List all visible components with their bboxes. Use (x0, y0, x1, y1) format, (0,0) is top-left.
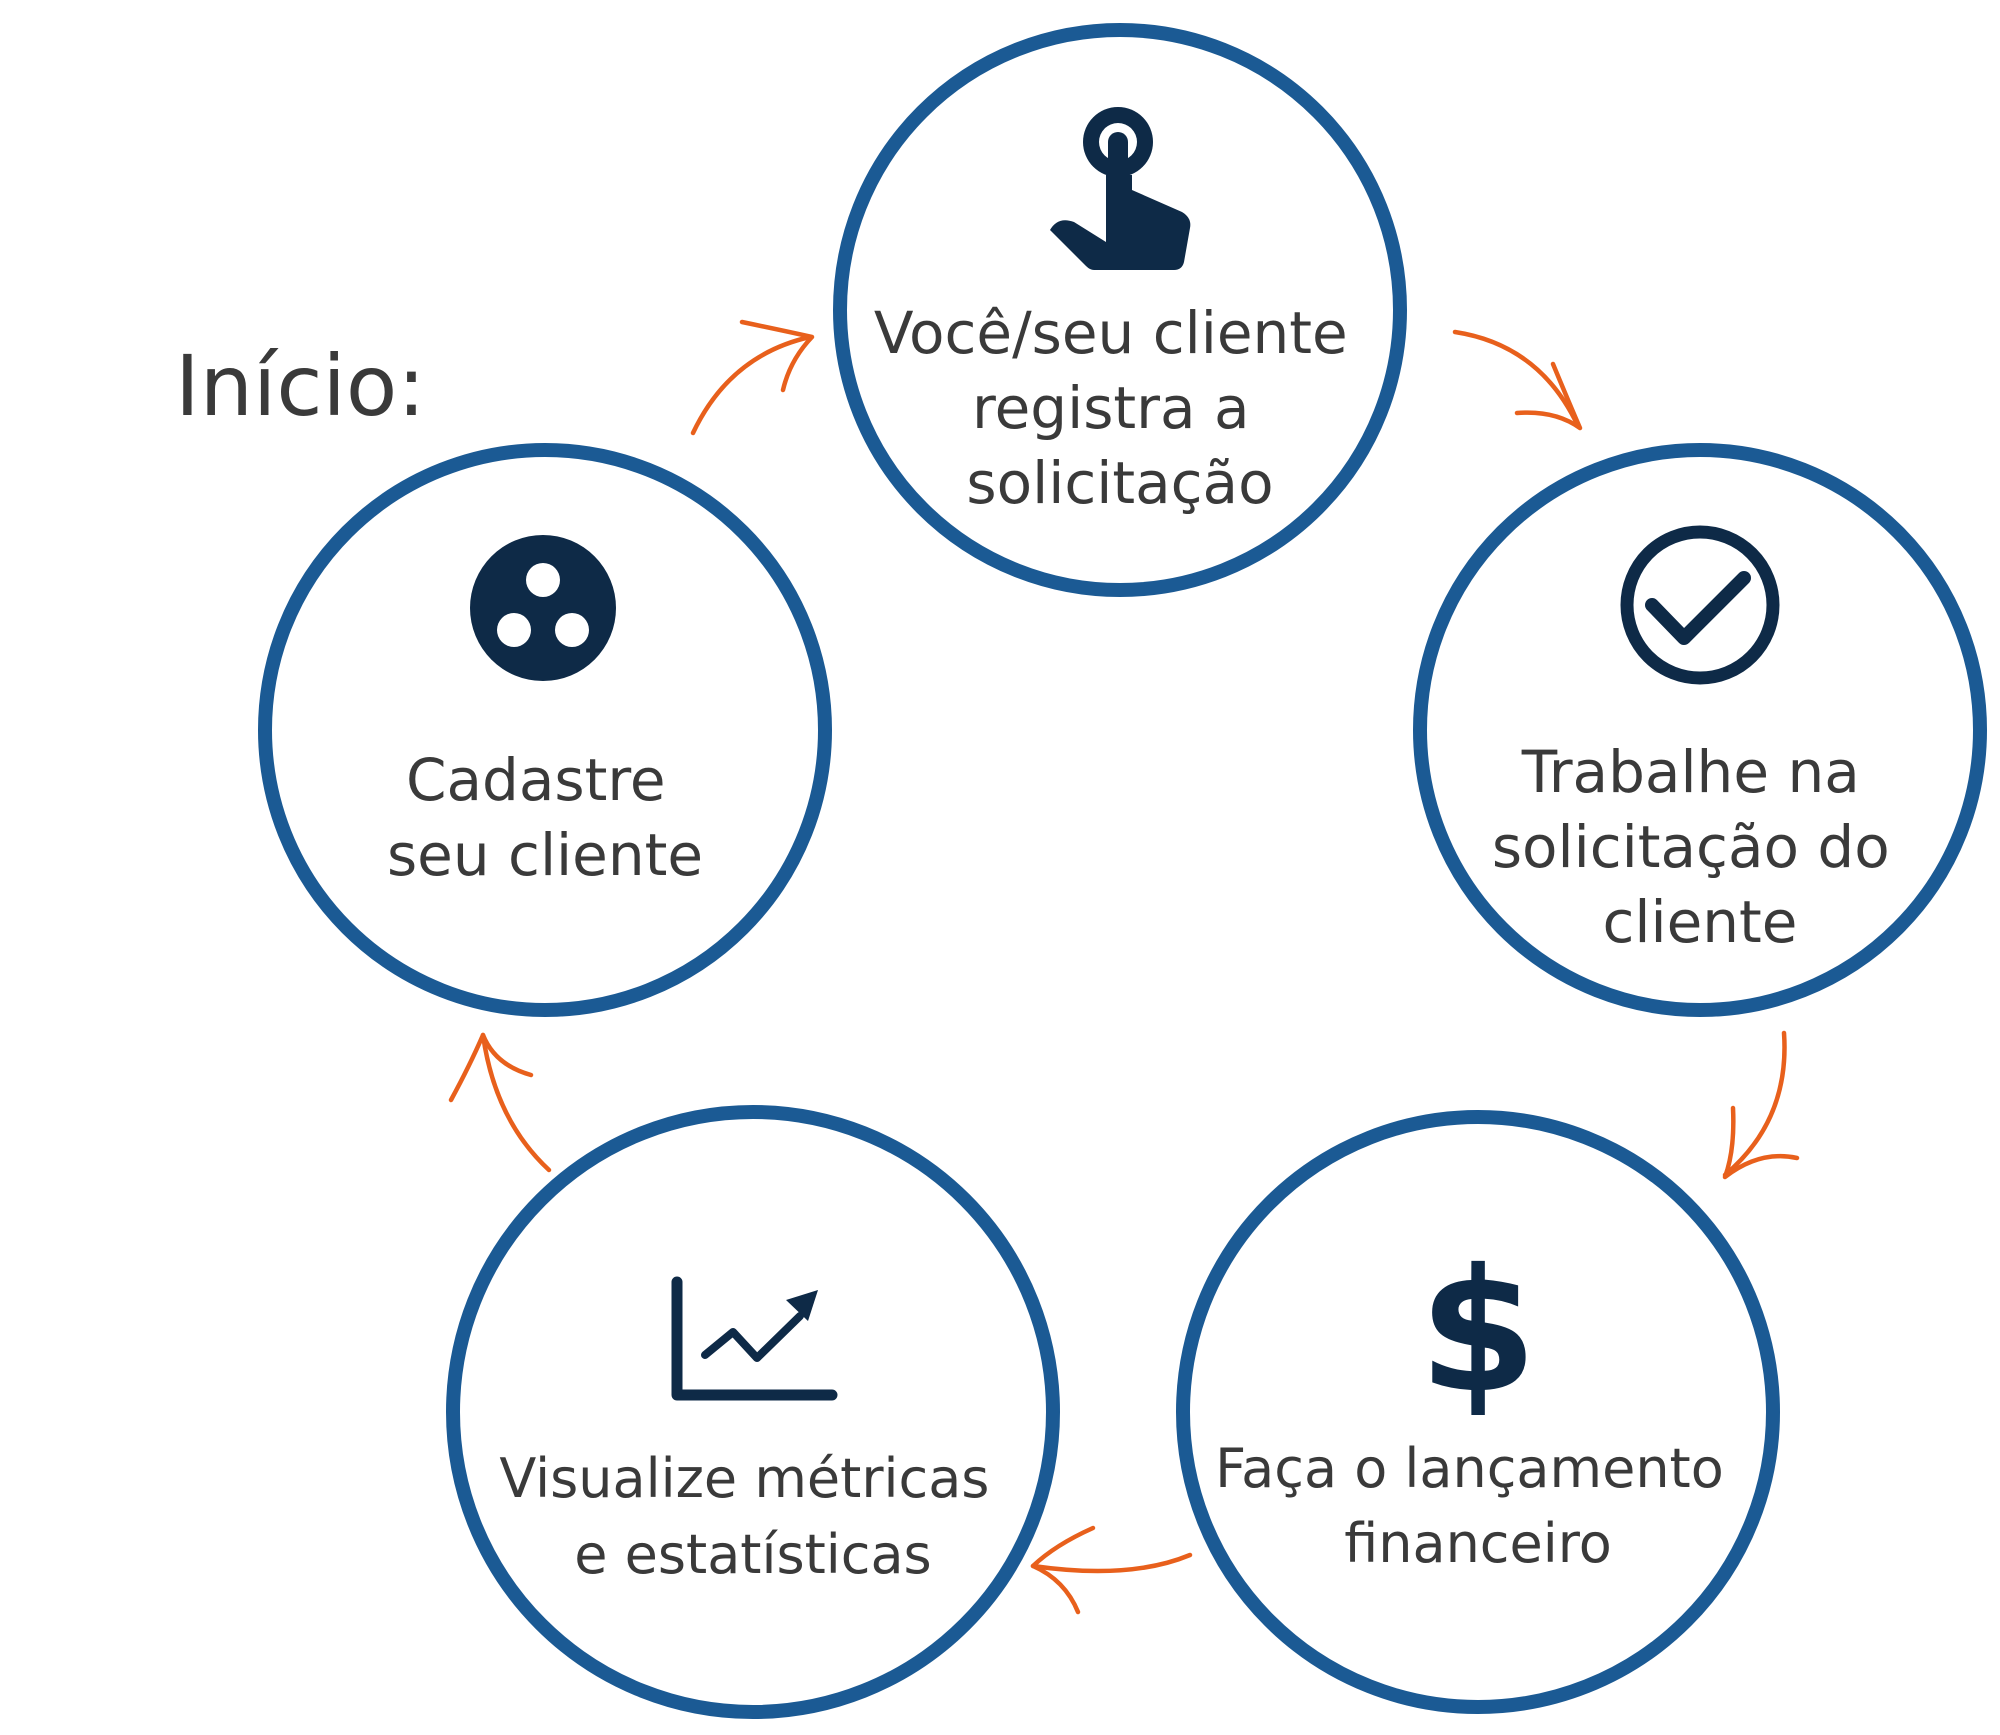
step-signup-ring (258, 443, 832, 1017)
arrow-register-to-work (1452, 329, 1583, 431)
step-register-line-2: registra a (972, 374, 1250, 442)
step-register-ring (833, 23, 1407, 597)
step-register: Você/seu cliente registra a solicitação (833, 23, 1407, 597)
step-register-label: Você/seu cliente registra a solicitação (874, 299, 1366, 517)
step-finance-line-2: financeiro (1344, 1512, 1612, 1575)
svg-text:$: $ (1419, 1233, 1537, 1431)
step-work-label: Trabalhe na solicitação do cliente (1492, 738, 1908, 956)
step-work-line-2: solicitação do (1492, 813, 1890, 881)
arrow-metrics-to-signup (448, 1032, 552, 1173)
step-register-line-3: solicitação (966, 449, 1273, 517)
step-metrics-ring (446, 1105, 1060, 1719)
step-finance-ring (1176, 1110, 1780, 1714)
step-finance-line-1: Faça o lançamento (1215, 1437, 1724, 1500)
step-work-line-3: cliente (1603, 888, 1798, 956)
step-work-line-1: Trabalhe na (1521, 738, 1860, 806)
step-metrics-label: Visualize métricas e estatísticas (499, 1447, 1006, 1586)
arrow-work-to-finance (1722, 1030, 1800, 1180)
start-title: Início: (175, 337, 426, 435)
step-metrics: Visualize métricas e estatísticas (446, 1105, 1060, 1719)
users-circle-icon (470, 535, 616, 681)
step-finance-label: Faça o lançamento financeiro (1215, 1437, 1741, 1575)
arrow-finance-to-metrics (1030, 1525, 1193, 1615)
step-signup-line-1: Cadastre (406, 746, 666, 814)
step-work-ring (1413, 443, 1987, 1017)
pointer-hand-icon (1050, 107, 1191, 270)
step-register-line-1: Você/seu cliente (874, 299, 1348, 367)
step-work: Trabalhe na solicitação do cliente (1413, 443, 1987, 1017)
step-signup-label: Cadastre seu cliente (387, 746, 703, 889)
check-circle-icon (1620, 525, 1780, 685)
step-metrics-line-2: e estatísticas (574, 1523, 931, 1586)
dollar-icon: $ (1419, 1233, 1537, 1431)
step-finance: $ Faça o lançamento financeiro (1176, 1110, 1780, 1714)
arrow-signup-to-register (690, 319, 815, 436)
step-metrics-line-1: Visualize métricas (499, 1447, 989, 1510)
chart-trend-icon (671, 1276, 838, 1401)
step-signup-line-2: seu cliente (387, 821, 703, 889)
step-signup: Cadastre seu cliente (258, 443, 832, 1017)
